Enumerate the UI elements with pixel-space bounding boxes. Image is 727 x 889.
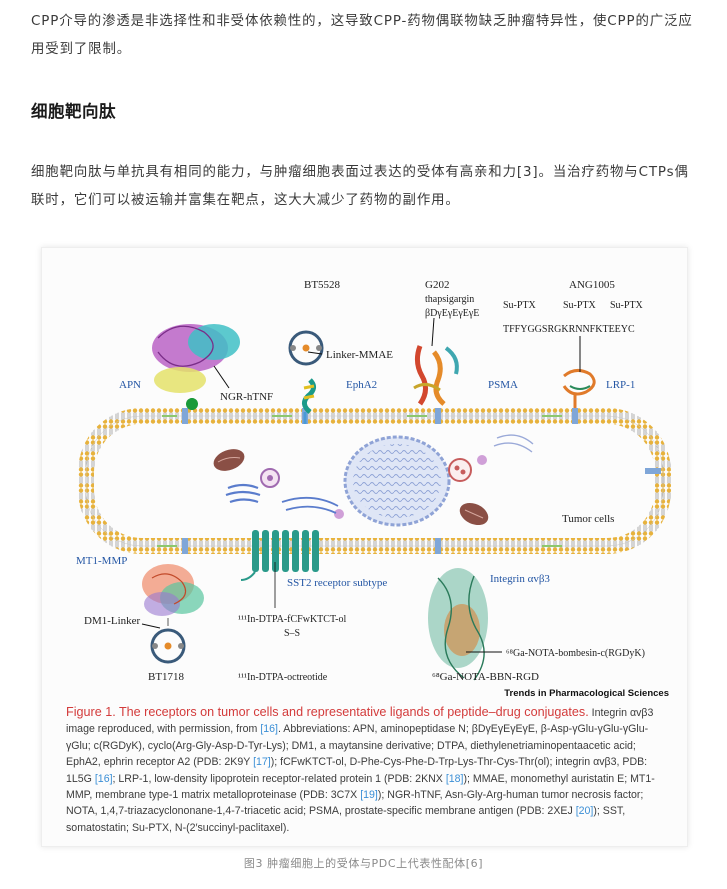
label-supt-1: Su-PTX xyxy=(503,300,537,311)
label-epha2: EphA2 xyxy=(346,379,377,391)
label-psma: PSMA xyxy=(488,379,518,391)
ref-link[interactable]: [16] xyxy=(260,723,278,736)
leader-arrows xyxy=(141,317,581,653)
caption-text: ); fCFwKTCT-ol, D-Phe-Cys-Phe-D-Trp-Lys-… xyxy=(66,756,648,785)
integrin-protein xyxy=(428,568,488,681)
ref-link[interactable]: [17] xyxy=(253,756,271,769)
label-in-octreotide: ¹¹¹In-DTPA-octreotide xyxy=(238,672,328,683)
label-apn: APN xyxy=(119,379,141,391)
label-ss-bond: S–S xyxy=(284,628,300,639)
bt1718-ligand xyxy=(150,618,186,664)
label-bt5528: BT5528 xyxy=(304,279,341,291)
caption-text: Integrin αvβ3 image reproduced, with per… xyxy=(66,707,654,736)
label-ngr-htnf: NGR-hTNF xyxy=(220,391,273,403)
label-ga-nota-bombesin: ⁶⁸Ga-NOTA-bombesin-c(RGDyK) xyxy=(506,648,645,659)
section-heading: 细胞靶向肽 xyxy=(31,102,116,121)
psma-protein xyxy=(413,345,459,406)
label-integrin: Integrin αvβ3 xyxy=(490,573,550,585)
label-g202-sequence: βDγEγEγEγE xyxy=(425,308,479,319)
bt5528-ligand xyxy=(288,330,324,424)
mt1mmp-protein xyxy=(142,564,204,616)
ref-link[interactable]: [19] xyxy=(360,789,378,802)
label-linker-mmae: Linker-MMAE xyxy=(326,349,393,361)
label-ang1005: ANG1005 xyxy=(569,279,615,291)
cell-diagram: BT5528 G202 thapsigargin βDγEγEγEγE ANG1… xyxy=(76,279,671,683)
paragraph-1: CPP介导的渗透是非选择性和非受体依赖性的，这导致CPP-药物偶联物缺乏肿瘤特异… xyxy=(31,14,693,57)
caption-text: . Abbreviations: APN, aminopeptidase N; … xyxy=(66,723,649,769)
figure-panel: BT5528 G202 thapsigargin βDγEγEγEγE ANG1… xyxy=(41,247,688,847)
caption-text: ; LRP-1, low-density lipoprotein recepto… xyxy=(112,772,446,785)
ref-link[interactable]: [20] xyxy=(575,805,594,818)
figure-caption: Figure 1. The receptors on tumor cells a… xyxy=(66,704,672,836)
journal-source: Trends in Pharmacological Sciences xyxy=(504,688,669,699)
label-lrp1: LRP-1 xyxy=(606,379,635,391)
label-mt1-mmp: MT1-MMP xyxy=(76,555,127,567)
lrp1-protein xyxy=(562,369,596,408)
caption-title: Figure 1. The receptors on tumor cells a… xyxy=(66,705,589,719)
caption-text: ); MMAE, monomethyl auristatin E; MT1-MM… xyxy=(66,772,655,802)
label-supt-3: Su-PTX xyxy=(610,300,644,311)
organelles xyxy=(213,434,534,526)
figure-outer-caption: 图3 肿瘤细胞上的受体与PDC上代表性配体[6] xyxy=(243,857,484,870)
label-sst2: SST2 receptor subtype xyxy=(287,577,387,589)
caption-text: ); NGR-hTNF, Asn-Gly-Arg-human tumor nec… xyxy=(66,789,644,818)
label-supt-2: Su-PTX xyxy=(563,300,597,311)
membrane-accents xyxy=(157,415,562,547)
label-ga-nota-bbn-rgd: ⁶⁸Ga-NOTA-BBN-RGD xyxy=(432,671,539,683)
label-tumor-cells: Tumor cells xyxy=(562,513,614,525)
label-ang-sequence: TFFYGGSRGKRNNFKTEEYC xyxy=(503,324,635,335)
label-dm1-linker: DM1-Linker xyxy=(84,615,141,627)
label-in-dtpa: ¹¹¹In-DTPA-fCFwKTCT-ol xyxy=(238,614,346,625)
ref-link[interactable]: [18] xyxy=(445,772,464,785)
label-g202: G202 xyxy=(425,279,449,291)
ref-link[interactable]: [16] xyxy=(94,772,113,785)
label-thapsigargin: thapsigargin xyxy=(425,294,474,305)
apn-protein xyxy=(152,324,240,410)
sst2-receptor xyxy=(240,530,319,581)
caption-text: ); SST, somatostatin; Su-PTX, N-(2′succi… xyxy=(66,805,626,834)
paragraph-2: 细胞靶向肽与单抗具有相同的能力，与肿瘤细胞表面过表达的受体有高亲和力[3]。当治… xyxy=(31,165,689,208)
label-bt1718: BT1718 xyxy=(148,671,185,683)
nucleus xyxy=(343,435,451,527)
